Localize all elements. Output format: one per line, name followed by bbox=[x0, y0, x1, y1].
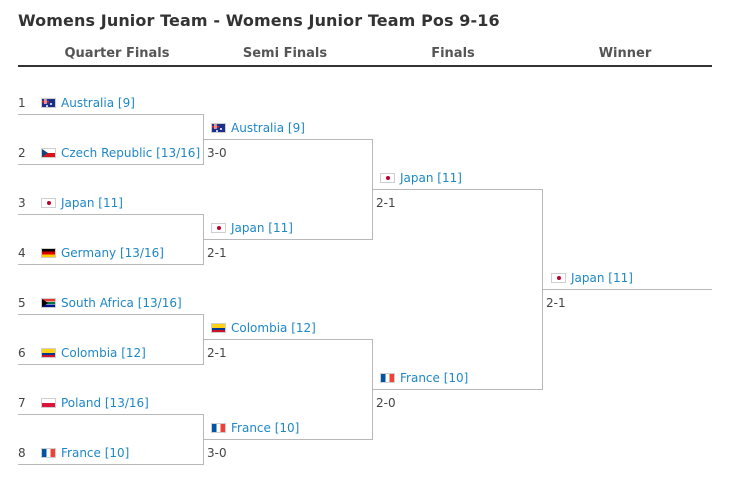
poland-flag-icon bbox=[41, 398, 56, 408]
team-label: Japan [11] bbox=[231, 221, 293, 235]
japan-flag-icon bbox=[41, 198, 56, 208]
south-africa-flag-icon bbox=[41, 298, 56, 308]
team-label: South Africa [13/16] bbox=[61, 296, 182, 310]
seed-number: 4 bbox=[18, 246, 26, 260]
team-label: Japan [11] bbox=[571, 271, 633, 285]
japan-flag-icon bbox=[551, 273, 566, 283]
bracket-connector bbox=[203, 114, 204, 165]
colombia-flag-icon bbox=[41, 348, 56, 358]
quarter-team-7[interactable]: Poland [13/16] bbox=[41, 395, 149, 411]
column-header-finals: Finals bbox=[431, 46, 475, 61]
team-label: Czech Republic [13/16] bbox=[61, 146, 201, 160]
france-flag-icon bbox=[41, 448, 56, 458]
team-label: France [10] bbox=[400, 371, 469, 385]
semi-team-3[interactable]: Colombia [12] bbox=[211, 320, 316, 336]
header-divider bbox=[18, 65, 712, 67]
bracket-line bbox=[18, 464, 204, 465]
japan-flag-icon bbox=[380, 173, 395, 183]
seed-number: 5 bbox=[18, 296, 26, 310]
team-label: Japan [11] bbox=[400, 171, 462, 185]
seed-number: 1 bbox=[18, 96, 26, 110]
bracket-line bbox=[373, 189, 543, 190]
finals-team-2[interactable]: France [10] bbox=[380, 370, 468, 386]
bracket-line bbox=[18, 214, 204, 215]
quarter-team-4[interactable]: Germany [13/16] bbox=[41, 245, 164, 261]
finals-team-1[interactable]: Japan [11] bbox=[380, 170, 462, 186]
australia-flag-icon bbox=[211, 123, 226, 133]
semi-team-4[interactable]: France [10] bbox=[211, 420, 299, 436]
bracket-line bbox=[543, 289, 712, 290]
quarter-team-8[interactable]: France [10] bbox=[41, 445, 129, 461]
match-score: 2-1 bbox=[207, 346, 227, 360]
column-header-winner: Winner bbox=[598, 46, 652, 61]
page-title: Womens Junior Team - Womens Junior Team … bbox=[18, 11, 500, 30]
czech-republic-flag-icon bbox=[41, 148, 56, 158]
team-label: Japan [11] bbox=[61, 196, 123, 210]
team-label: Australia [9] bbox=[61, 96, 135, 110]
quarter-team-6[interactable]: Colombia [12] bbox=[41, 345, 146, 361]
bracket-line bbox=[18, 364, 204, 365]
colombia-flag-icon bbox=[211, 323, 226, 333]
seed-number: 8 bbox=[18, 446, 26, 460]
team-label: Germany [13/16] bbox=[61, 246, 164, 260]
bracket-connector bbox=[372, 139, 373, 240]
semi-team-2[interactable]: Japan [11] bbox=[211, 220, 293, 236]
bracket-connector bbox=[203, 314, 204, 365]
team-label: Poland [13/16] bbox=[61, 396, 149, 410]
team-label: France [10] bbox=[231, 421, 300, 435]
match-score: 3-0 bbox=[207, 146, 227, 160]
match-score: 2-1 bbox=[376, 196, 396, 210]
bracket-line bbox=[18, 314, 204, 315]
bracket-line bbox=[204, 239, 373, 240]
bracket-line bbox=[204, 439, 373, 440]
match-score: 2-0 bbox=[376, 396, 396, 410]
australia-flag-icon bbox=[41, 98, 56, 108]
bracket-line bbox=[373, 389, 543, 390]
seed-number: 7 bbox=[18, 396, 26, 410]
team-label: Colombia [12] bbox=[61, 346, 146, 360]
bracket-line bbox=[18, 114, 204, 115]
germany-flag-icon bbox=[41, 248, 56, 258]
quarter-team-5[interactable]: South Africa [13/16] bbox=[41, 295, 182, 311]
column-header-semi-finals: Semi Finals bbox=[242, 46, 328, 61]
france-flag-icon bbox=[211, 423, 226, 433]
winner-team[interactable]: Japan [11] bbox=[551, 270, 633, 286]
quarter-team-3[interactable]: Japan [11] bbox=[41, 195, 123, 211]
bracket-line bbox=[18, 414, 204, 415]
match-score: 2-1 bbox=[207, 246, 227, 260]
team-label: Australia [9] bbox=[231, 121, 305, 135]
bracket-connector bbox=[203, 414, 204, 465]
semi-team-1[interactable]: Australia [9] bbox=[211, 120, 305, 136]
seed-number: 3 bbox=[18, 196, 26, 210]
team-label: Colombia [12] bbox=[231, 321, 316, 335]
quarter-team-2[interactable]: Czech Republic [13/16] bbox=[41, 145, 200, 161]
seed-number: 2 bbox=[18, 146, 26, 160]
bracket-connector bbox=[372, 339, 373, 440]
bracket-line bbox=[18, 264, 204, 265]
bracket-line bbox=[204, 139, 373, 140]
match-score: 2-1 bbox=[546, 296, 566, 310]
bracket-connector bbox=[542, 189, 543, 390]
bracket-line bbox=[204, 339, 373, 340]
team-label: France [10] bbox=[61, 446, 130, 460]
bracket-line bbox=[18, 164, 204, 165]
quarter-team-1[interactable]: Australia [9] bbox=[41, 95, 135, 111]
match-score: 3-0 bbox=[207, 446, 227, 460]
france-flag-icon bbox=[380, 373, 395, 383]
bracket-connector bbox=[203, 214, 204, 265]
column-header-quarter-finals: Quarter Finals bbox=[64, 46, 170, 61]
seed-number: 6 bbox=[18, 346, 26, 360]
japan-flag-icon bbox=[211, 223, 226, 233]
